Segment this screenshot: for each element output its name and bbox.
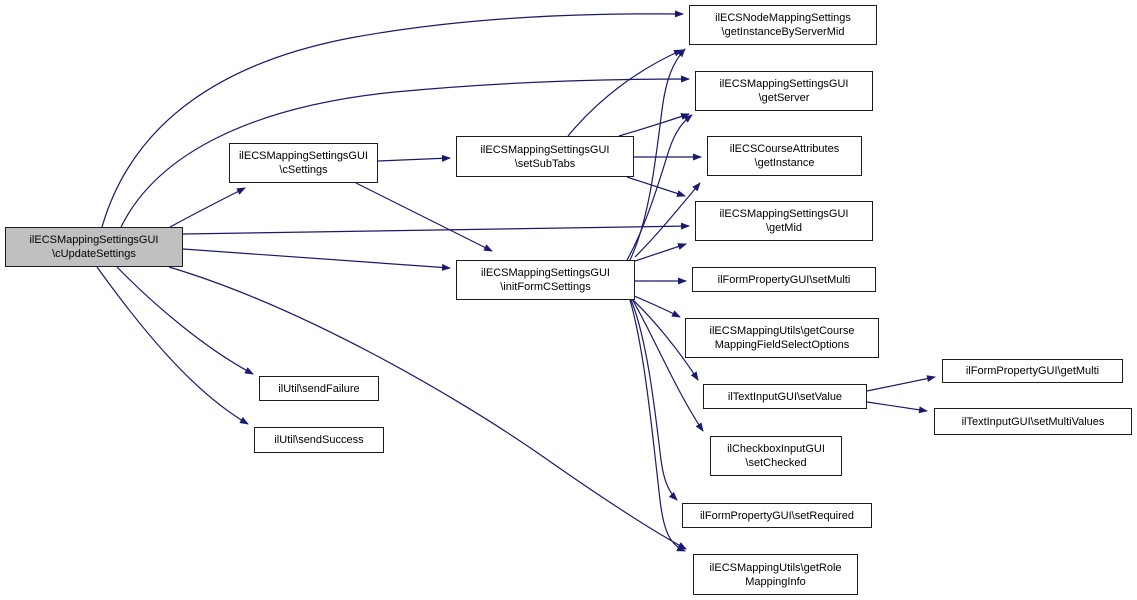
node-label-line: ilTextInputGUI\setMultiValues [961,415,1105,428]
edge-set-sub-tabs-to-get-server [618,113,690,137]
node-set-multi[interactable]: ilFormPropertyGUI\setMulti [692,267,876,292]
edge-init-form-csettings-to-get-role-mapping-info [629,299,686,552]
edge-init-form-csettings-to-set-value [631,298,699,381]
edge-c-update-settings-to-get-mid [182,222,690,235]
node-c-update-settings: ilECSMappingSettingsGUI \cUpdateSettings [5,227,183,267]
node-label-line: \initFormCSettings [500,281,591,293]
edge-c-update-settings-to-send-failure [116,266,254,375]
node-send-success[interactable]: ilUtil\sendSuccess [254,427,384,453]
node-init-form-csettings[interactable]: ilECSMappingSettingsGUI \initFormCSetting… [456,260,635,300]
edge-init-form-csettings-to-get-instance [634,182,701,258]
node-get-instance-by-server-mid[interactable]: ilECSNodeMappingSettings \getInstanceBySe… [689,5,877,45]
node-c-settings[interactable]: ilECSMappingSettingsGUI \cSettings [229,143,378,183]
edge-c-update-settings-to-get-role-mapping-info [168,266,687,550]
edge-init-form-csettings-to-get-server [626,114,693,261]
node-label-line: ilECSMappingSettingsGUI [719,78,849,90]
node-label-line: ilECSMappingSettingsGUI [719,208,849,220]
node-set-checked[interactable]: ilCheckboxInputGUI \setChecked [710,436,842,476]
node-label-line: ilECSMappingSettingsGUI [238,150,368,162]
node-get-instance[interactable]: ilECSCourseAttributes \getInstance [707,136,862,176]
node-label-line: ilECSMappingSettingsGUI [480,267,610,279]
node-label-line: ilECSMappingSettingsGUI [29,234,159,246]
node-label-line: \cUpdateSettings [52,248,136,260]
edge-c-update-settings-to-c-settings [169,187,246,228]
node-label-line: MappingInfo [745,575,806,588]
node-label-line: ilUtil\sendSuccess [274,434,364,446]
edge-c-update-settings-to-init-form-csettings [182,248,451,271]
node-label-line: \setChecked [745,457,807,469]
node-label-line: ilFormPropertyGUI\setRequired [699,509,855,522]
edge-init-form-csettings-to-set-checked [631,298,704,432]
node-label-line: MappingFieldSelectOptions [714,339,850,351]
node-set-sub-tabs[interactable]: ilECSMappingSettingsGUI\setSubTabs [456,136,634,177]
edge-init-form-csettings-to-get-instance-by-server-mid [629,48,686,261]
edge-init-form-csettings-to-get-mid [634,243,687,262]
node-label-line: ilECSMappingSettingsGUI [480,143,610,156]
node-label-line: ilECSMappingUtils\getCourse [709,325,855,337]
edge-c-settings-to-init-form-csettings [355,182,493,252]
node-label-line: \getMid [765,222,803,234]
node-label-line: \getInstance [754,157,815,169]
node-set-multi-values[interactable]: ilTextInputGUI\setMultiValues [934,408,1132,435]
node-label-line: ilTextInputGUI\setValue [727,390,843,403]
node-label-line: \cSettings [279,164,328,176]
node-label-line: ilFormPropertyGUI\getMulti [965,365,1100,377]
node-label-line: \getInstanceByServerMid [721,26,845,38]
node-set-value[interactable]: ilTextInputGUI\setValue [703,384,867,409]
node-label-line: ilECSNodeMappingSettings [715,12,851,24]
node-label-line: \setSubTabs [514,157,576,170]
node-label-line: ilECSMappingUtils\getRole [709,561,842,574]
edge-init-form-csettings-to-set-required [630,299,678,501]
node-set-required[interactable]: ilFormPropertyGUI\setRequired [682,503,872,528]
node-label-line: \getServer [758,92,810,104]
node-get-server[interactable]: ilECSMappingSettingsGUI \getServer [695,71,873,111]
edge-set-sub-tabs-to-get-mid [626,176,686,197]
edge-set-sub-tabs-to-get-instance-by-server-mid [567,49,683,137]
edge-c-settings-to-set-sub-tabs [377,154,451,162]
node-get-multi[interactable]: ilFormPropertyGUI\getMulti [942,359,1123,383]
node-get-mid[interactable]: ilECSMappingSettingsGUI \getMid [695,201,873,241]
edge-set-value-to-set-multi-values [866,401,928,414]
edge-set-value-to-get-multi [866,375,936,392]
node-send-failure[interactable]: ilUtil\sendFailure [259,376,379,401]
edge-c-update-settings-to-get-instance-by-server-mid [101,10,684,228]
edge-c-update-settings-to-get-server [120,75,690,228]
edge-init-form-csettings-to-get-course-mapping-field-select-options [633,295,681,318]
node-label-line: ilUtil\sendFailure [278,382,360,395]
node-label-line: ilECSCourseAttributes [729,143,840,155]
node-label-line: ilFormPropertyGUI\setMulti [717,273,851,286]
edge-c-update-settings-to-send-success [96,266,249,425]
node-label-line: ilCheckboxInputGUI [727,443,825,455]
